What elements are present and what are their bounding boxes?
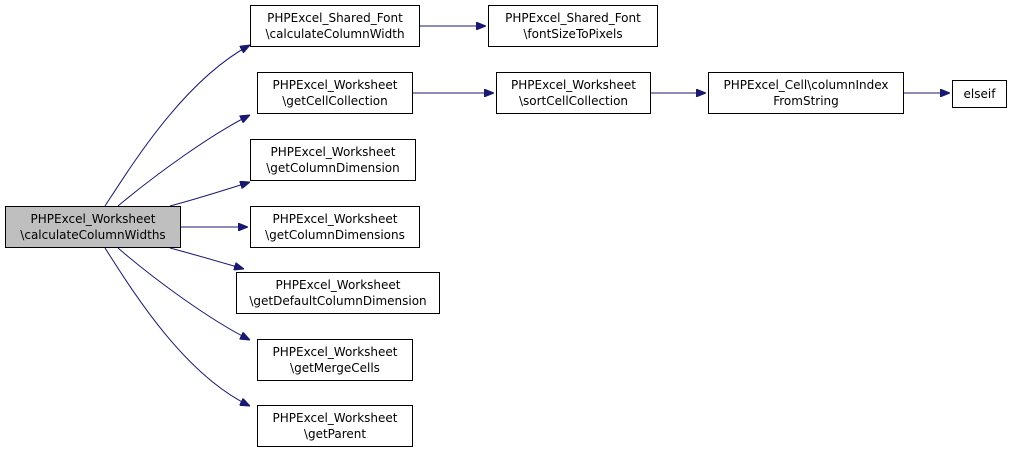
node-line-1: PHPExcel_Worksheet [272, 411, 398, 425]
node-line-2: \getCellCollection [282, 94, 388, 108]
node-line-1: PHPExcel_Worksheet [272, 78, 398, 92]
node-line-2: \getDefaultColumnDimension [249, 294, 427, 308]
node-get-column-dimensions[interactable]: PHPExcel_Worksheet \getColumnDimensions [250, 206, 420, 248]
node-line-1: PHPExcel_Worksheet [272, 212, 398, 226]
node-get-parent[interactable]: PHPExcel_Worksheet \getParent [257, 405, 413, 447]
node-line-1: PHPExcel_Shared_Font [505, 11, 641, 25]
node-line-1: PHPExcel_Worksheet [272, 345, 398, 359]
edge-root-to-get-merge-cells [117, 247, 250, 340]
node-line-1: elseif [963, 87, 996, 101]
node-line-2: \sortCellCollection [518, 94, 629, 108]
node-line-2: \getParent [303, 427, 367, 441]
node-get-column-dimension[interactable]: PHPExcel_Worksheet \getColumnDimension [250, 139, 416, 181]
edge-root-to-get-cell-collection [117, 115, 250, 207]
edge-root-to-calculate-column-width [104, 45, 250, 207]
node-line-2: \fontSizeToPixels [523, 27, 623, 41]
node-column-index-from-string[interactable]: PHPExcel_Cell\columnIndex FromString [708, 72, 904, 114]
node-line-1: PHPExcel_Shared_Font [267, 11, 403, 25]
node-line-2: \calculateColumnWidth [265, 27, 405, 41]
node-calculate-column-widths: PHPExcel_Worksheet \calculateColumnWidth… [5, 206, 181, 248]
node-line-2: \getColumnDimensions [265, 228, 405, 242]
node-line-1: PHPExcel_Worksheet [30, 212, 156, 226]
node-get-cell-collection[interactable]: PHPExcel_Worksheet \getCellCollection [257, 72, 413, 114]
edge-root-to-get-default-column-dimension [169, 247, 244, 269]
node-get-default-column-dimension[interactable]: PHPExcel_Worksheet \getDefaultColumnDime… [236, 272, 440, 314]
node-line-1: PHPExcel_Worksheet [270, 145, 396, 159]
node-line-2: \calculateColumnWidths [20, 228, 166, 242]
node-get-merge-cells[interactable]: PHPExcel_Worksheet \getMergeCells [257, 339, 413, 381]
edge-root-to-get-column-dimension [169, 182, 250, 207]
node-line-1: PHPExcel_Worksheet [511, 78, 636, 92]
node-elseif[interactable]: elseif [952, 80, 1007, 108]
node-shared-font-calculate-column-width[interactable]: PHPExcel_Shared_Font \calculateColumnWid… [250, 5, 420, 47]
node-line-2: \getColumnDimension [266, 161, 400, 175]
node-shared-font-font-size-to-pixels[interactable]: PHPExcel_Shared_Font \fontSizeToPixels [488, 5, 658, 47]
node-line-2: FromString [773, 94, 839, 108]
node-line-1: PHPExcel_Cell\columnIndex [723, 78, 889, 92]
node-line-2: \getMergeCells [290, 361, 380, 375]
node-line-1: PHPExcel_Worksheet [275, 278, 401, 292]
node-sort-cell-collection[interactable]: PHPExcel_Worksheet \sortCellCollection [496, 72, 651, 114]
edge-root-to-get-parent [104, 247, 250, 406]
